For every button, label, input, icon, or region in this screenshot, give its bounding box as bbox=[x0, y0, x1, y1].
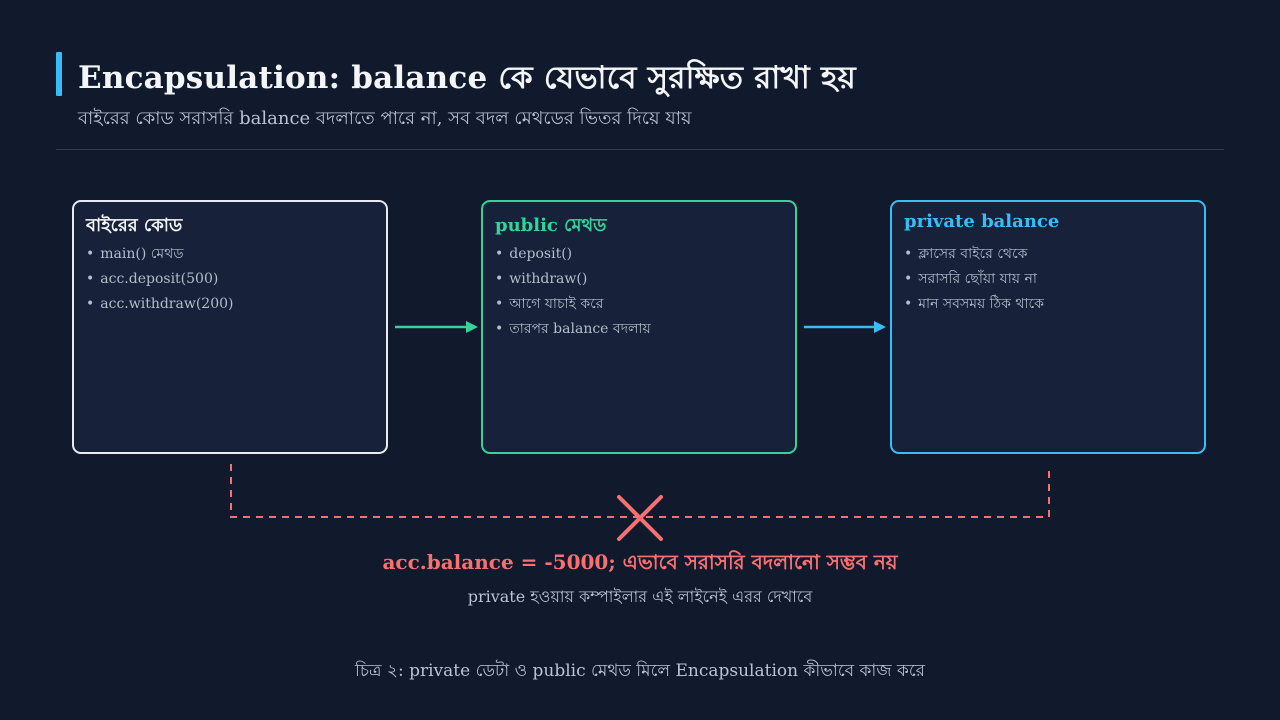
private-balance-title: private balance bbox=[904, 211, 1060, 232]
list-item: deposit() bbox=[495, 242, 651, 267]
blocked-note: private হওয়ায় কম্পাইলার এই লাইনেই এরর … bbox=[467, 587, 813, 606]
outside-code-box: বাইরের কোড main() মেথড acc.deposit(500) … bbox=[72, 200, 388, 454]
outside-code-list: main() মেথড acc.deposit(500) acc.withdra… bbox=[86, 242, 233, 317]
page-subtitle: বাইরের কোড সরাসরি balance বদলাতে পারে না… bbox=[78, 108, 692, 129]
private-balance-box: private balance ক্লাসের বাইরে থেকে সরাসর… bbox=[890, 200, 1206, 454]
list-item: সরাসরি ছোঁয়া যায় না bbox=[904, 267, 1044, 292]
arrow-outside-to-public bbox=[395, 321, 478, 333]
blocked-statement: acc.balance = -5000; এভাবে সরাসরি বদলানো… bbox=[382, 550, 898, 574]
list-item: আগে যাচাই করে bbox=[495, 292, 651, 317]
blocked-direct-path bbox=[230, 464, 1050, 518]
list-item: ক্লাসের বাইরে থেকে bbox=[904, 242, 1044, 267]
public-method-box: public মেথড deposit() withdraw() আগে যাচ… bbox=[481, 200, 797, 454]
list-item: withdraw() bbox=[495, 267, 651, 292]
public-method-list: deposit() withdraw() আগে যাচাই করে তারপর… bbox=[495, 242, 651, 342]
outside-code-title: বাইরের কোড bbox=[86, 215, 183, 236]
blocked-cross-icon bbox=[617, 495, 663, 541]
page-title: Encapsulation: balance কে যেভাবে সুরক্ষি… bbox=[78, 60, 856, 96]
arrow-public-to-private bbox=[804, 321, 886, 333]
list-item: acc.deposit(500) bbox=[86, 267, 233, 292]
header-divider bbox=[56, 149, 1224, 150]
list-item: মান সবসময় ঠিক থাকে bbox=[904, 292, 1044, 317]
figure-caption: চিত্র ২: private ডেটা ও public মেথড মিলে… bbox=[354, 661, 926, 681]
public-method-title: public মেথড bbox=[495, 215, 607, 236]
list-item: main() মেথড bbox=[86, 242, 233, 267]
list-item: তারপর balance বদলায় bbox=[495, 317, 651, 342]
title-accent-bar bbox=[56, 52, 62, 96]
list-item: acc.withdraw(200) bbox=[86, 292, 233, 317]
private-balance-list: ক্লাসের বাইরে থেকে সরাসরি ছোঁয়া যায় না… bbox=[904, 242, 1044, 317]
